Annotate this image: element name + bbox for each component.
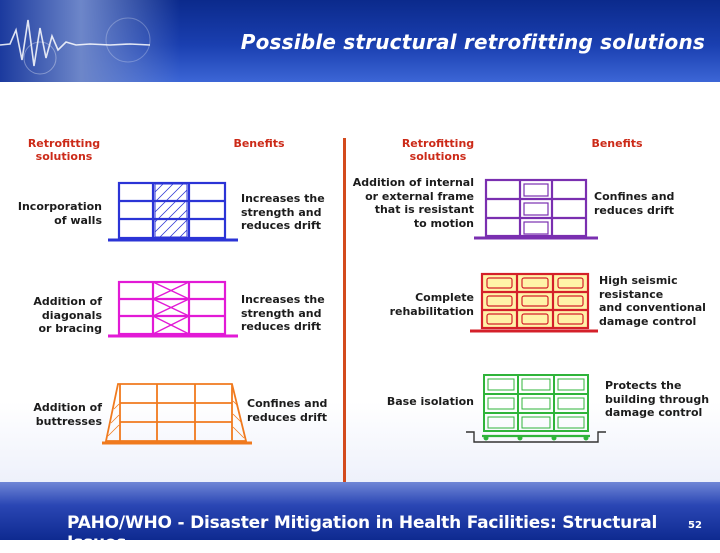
- solution-label-diagonals-or-bracing: Addition of diagonals or bracing: [33, 295, 102, 335]
- footer-caption: PAHO/WHO - Disaster Mitigation in Health…: [67, 513, 658, 553]
- solution-label-buttresses: Addition of buttresses: [33, 401, 102, 428]
- slide-header: Possible structural retrofitting solutio…: [0, 0, 720, 82]
- benefit-label-bracing: Increases the strength and reduces drift: [241, 293, 325, 333]
- solution-label-complete-rehabilitation: Complete rehabilitation: [389, 291, 474, 318]
- page-number: 52: [688, 520, 702, 531]
- frame-with-added-frame-icon: [474, 178, 598, 240]
- rehabilitated-frame-icon: [470, 272, 598, 333]
- slide-footer: [0, 482, 720, 540]
- frame-with-diagonal-bracing-icon: [108, 280, 238, 338]
- solution-label-incorporation-of-walls: Incorporation of walls: [17, 200, 102, 227]
- frame-with-buttresses-icon: [102, 383, 252, 445]
- frame-with-infill-walls-icon: [108, 181, 238, 242]
- solution-label-added-frame: Addition of internal or external frame t…: [352, 176, 474, 230]
- column-divider: [343, 138, 346, 482]
- solution-label-base-isolation: Base isolation: [386, 395, 474, 408]
- base-isolated-frame-icon: [466, 374, 606, 443]
- benefit-label-walls: Increases the strength and reduces drift: [241, 192, 325, 232]
- benefit-label-base-isolation: Protects the building through damage con…: [605, 379, 710, 419]
- benefit-label-buttresses: Confines and reduces drift: [247, 397, 328, 424]
- paho-logo-banner-icon: [0, 0, 180, 82]
- left-benefits-heading: Benefits: [233, 137, 285, 150]
- seismograph-icon: [0, 17, 151, 75]
- right-benefits-heading: Benefits: [591, 137, 643, 150]
- page-title: Possible structural retrofitting solutio…: [240, 30, 705, 54]
- benefit-label-added-frame: Confines and reduces drift: [594, 190, 675, 217]
- benefit-label-complete-rehabilitation: High seismic resistance and conventional…: [599, 274, 706, 328]
